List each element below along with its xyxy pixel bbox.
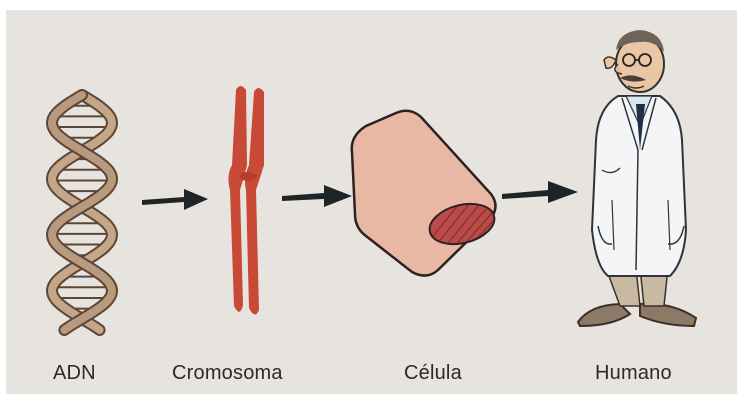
dna-double-helix-icon <box>52 95 112 330</box>
label-humano: Humano <box>595 362 672 385</box>
label-celula: Célula <box>404 362 462 385</box>
arrow-icon <box>502 181 578 203</box>
chromosome-icon <box>228 86 264 315</box>
cell-icon <box>352 111 499 276</box>
arrow-icon <box>282 185 352 207</box>
human-scientist-icon <box>578 30 696 326</box>
label-cromosoma: Cromosoma <box>172 362 283 385</box>
label-adn: ADN <box>53 362 96 385</box>
arrow-icon <box>142 189 208 210</box>
